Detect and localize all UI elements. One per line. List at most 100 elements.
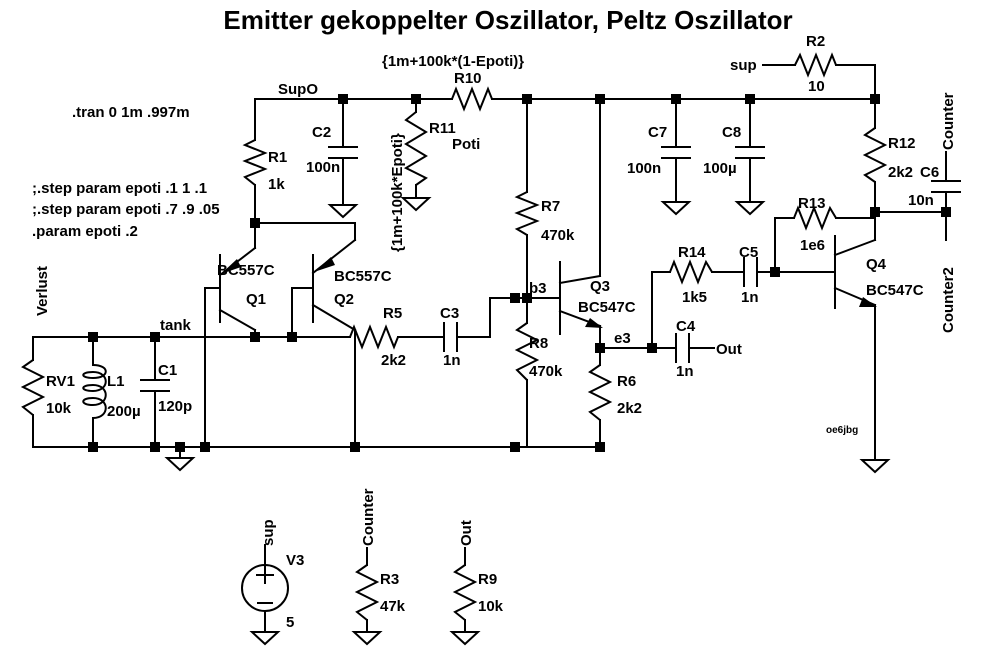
net-label-counter: Counter <box>940 92 957 150</box>
label-R1-value: 1k <box>268 176 285 193</box>
label-Q2-model: BC557C <box>334 268 392 285</box>
label-Q2-name: Q2 <box>334 291 354 308</box>
label-R1-name: R1 <box>268 149 287 166</box>
signature: oe6jbg <box>826 425 858 436</box>
label-V3-name: V3 <box>286 552 304 569</box>
schematic-title: Emitter gekoppelter Oszillator, Peltz Os… <box>223 5 792 35</box>
net-label-out: Out <box>716 341 742 358</box>
net-label-r3-counter: Counter <box>360 488 377 546</box>
label-R11-name: R11 <box>429 120 456 137</box>
resistor-R3 <box>354 547 380 633</box>
capacitor-C4 <box>675 333 690 363</box>
label-L1-value: 200µ <box>107 403 141 420</box>
net-label-tank: tank <box>160 317 192 334</box>
label-R7-name: R7 <box>541 198 560 215</box>
label-R8-value: 470k <box>529 363 563 380</box>
wires <box>32 64 947 461</box>
label-Q4-name: Q4 <box>866 256 887 273</box>
net-label-r9-out: Out <box>458 520 475 546</box>
resistor-R9 <box>452 547 478 633</box>
capacitor-C7 <box>661 146 691 159</box>
label-R13-value: 1e6 <box>800 237 825 254</box>
junction-dots <box>88 94 951 452</box>
label-R5-value: 2k2 <box>381 352 406 369</box>
label-C2-value: 100n <box>306 159 340 176</box>
net-label-verlust: Verlust <box>34 266 51 316</box>
directive-step2: ;.step param epoti .7 .9 .05 <box>32 201 220 218</box>
label-R8-name: R8 <box>529 335 548 352</box>
resistor-R5 <box>349 324 399 350</box>
capacitor-C1 <box>140 379 170 392</box>
net-label-sup: sup <box>730 57 757 74</box>
label-C8-value: 100µ <box>703 160 737 177</box>
resistor-R8 <box>514 322 540 381</box>
label-R13-name: R13 <box>798 195 826 212</box>
label-RV1-name: RV1 <box>46 373 75 390</box>
net-label-counter2: Counter2 <box>940 267 957 333</box>
voltage-source-V3 <box>241 544 289 633</box>
label-R14-name: R14 <box>678 244 706 261</box>
label-Q3-model: BC547C <box>578 299 636 316</box>
directive-tran: .tran 0 1m .997m <box>72 104 190 121</box>
label-R7-value: 470k <box>541 227 575 244</box>
label-Q1-name: Q1 <box>246 291 266 308</box>
net-label-supo: SupO <box>278 81 318 98</box>
label-R11-value: {1m+100k*Epoti} <box>389 133 406 252</box>
label-R9-name: R9 <box>478 571 497 588</box>
label-C8-name: C8 <box>722 124 741 141</box>
label-C7-value: 100n <box>627 160 661 177</box>
label-C6-name: C6 <box>920 164 939 181</box>
label-C2-name: C2 <box>312 124 331 141</box>
label-C5-value: 1n <box>741 289 759 306</box>
capacitor-C6 <box>931 151 961 193</box>
label-R10-name: R10 <box>454 70 482 87</box>
resistor-R2 <box>794 52 837 78</box>
resistor-RV1 <box>20 359 46 416</box>
label-C5-name: C5 <box>739 244 758 261</box>
label-C4-value: 1n <box>676 363 694 380</box>
label-R10-value: {1m+100k*(1-Epoti)} <box>382 53 524 70</box>
transistor-Q2 <box>311 238 357 332</box>
resistor-R12 <box>862 127 888 183</box>
label-R12-value: 2k2 <box>888 164 913 181</box>
resistor-R10 <box>451 86 493 112</box>
resistor-R11 <box>403 111 428 186</box>
label-C1-value: 120p <box>158 398 192 415</box>
label-Q3-name: Q3 <box>590 278 610 295</box>
label-R6-name: R6 <box>617 373 636 390</box>
label-R5-name: R5 <box>383 305 402 322</box>
label-R2-value: 10 <box>808 78 825 95</box>
directive-param: .param epoti .2 <box>32 223 138 240</box>
label-C7-name: C7 <box>648 124 667 141</box>
label-R2-name: R2 <box>806 33 825 50</box>
transistor-Q1 <box>204 246 257 338</box>
capacitor-C3 <box>443 322 458 352</box>
net-label-e3: e3 <box>614 330 631 347</box>
label-C6-value: 10n <box>908 192 934 209</box>
label-C1-name: C1 <box>158 362 177 379</box>
label-L1-name: L1 <box>107 373 125 390</box>
transistor-Q4 <box>833 235 877 309</box>
directive-step1: ;.step param epoti .1 1 .1 <box>32 180 207 197</box>
label-RV1-value: 10k <box>46 400 72 417</box>
resistor-R1 <box>242 139 268 186</box>
label-R9-value: 10k <box>478 598 504 615</box>
resistor-R13 <box>793 205 837 231</box>
label-C3-value: 1n <box>443 352 461 369</box>
resistor-R6 <box>587 364 613 421</box>
capacitor-C8 <box>735 146 765 159</box>
label-C4-name: C4 <box>676 318 696 335</box>
label-R11-extra: Poti <box>452 136 480 153</box>
label-C3-name: C3 <box>440 305 459 322</box>
label-R6-value: 2k2 <box>617 400 642 417</box>
inductor-L1 <box>82 364 107 419</box>
net-label-v3-sup: sup <box>260 519 277 546</box>
resistor-R14 <box>669 259 713 285</box>
ground-symbols <box>164 197 891 646</box>
label-R12-name: R12 <box>888 135 916 152</box>
label-V3-value: 5 <box>286 614 294 631</box>
capacitor-C5 <box>743 257 758 287</box>
transistor-Q3 <box>558 261 603 335</box>
label-R3-name: R3 <box>380 571 399 588</box>
